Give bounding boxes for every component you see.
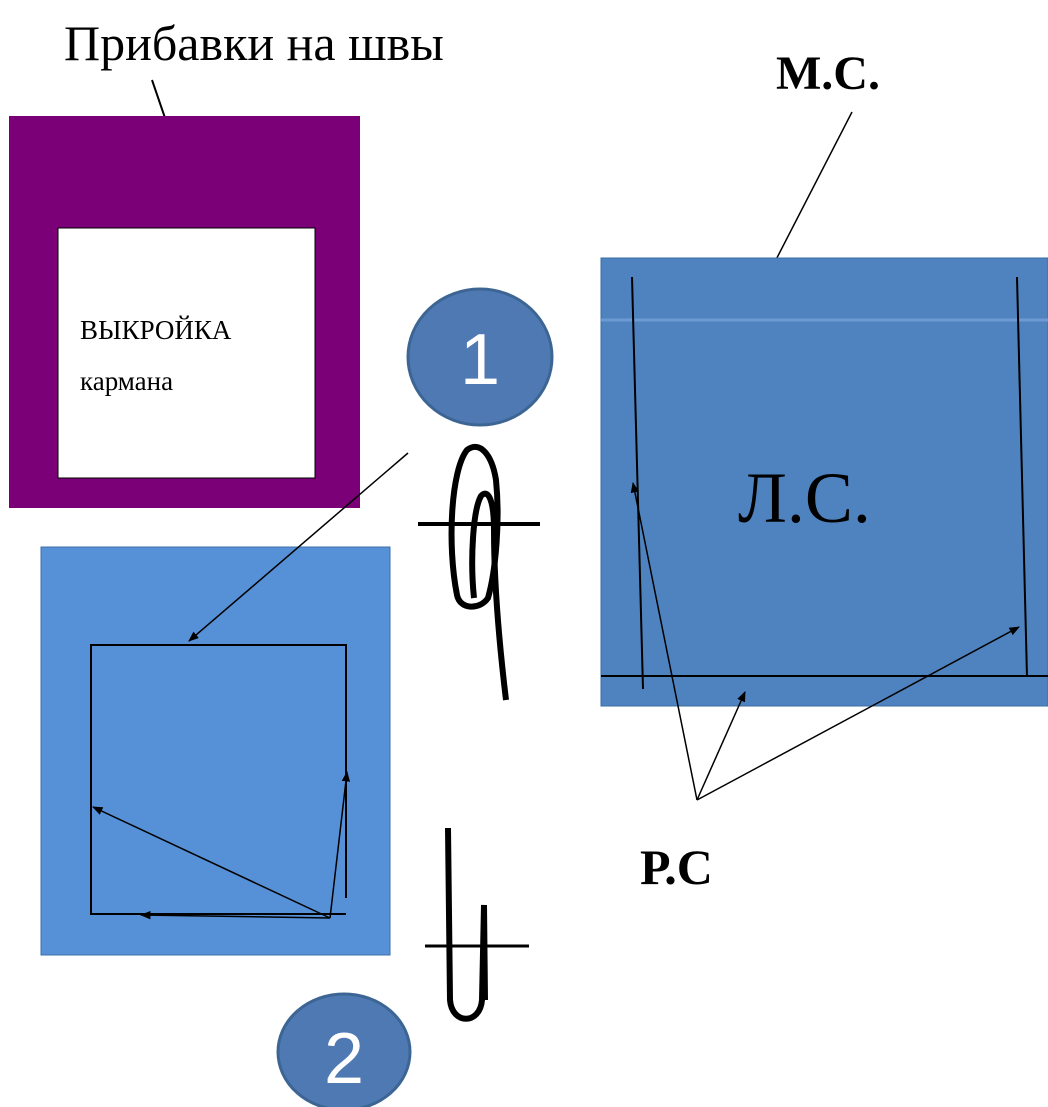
wrong-side-label: М.С. — [776, 47, 880, 100]
fabric-piece-right — [600, 257, 1048, 707]
stitch-symbol-2-icon — [425, 827, 529, 1022]
step-2-label: 2 — [324, 1019, 364, 1099]
pocket-pattern-label-1: ВЫКРОЙКА — [80, 315, 232, 345]
step-1-label: 1 — [460, 320, 500, 400]
arrow-step2-to-right-stitch — [329, 770, 351, 919]
pocket-pattern — [57, 227, 316, 479]
fabric-piece-left — [40, 546, 391, 956]
seam-line-right — [1016, 276, 1028, 678]
stitch-symbol-1-icon — [418, 443, 540, 701]
step-2-marker — [276, 992, 412, 1107]
stitch-arrow-bottom — [696, 691, 746, 801]
stitch-lines-label: Р.С — [640, 839, 713, 895]
stitch-arrow-right — [696, 626, 1020, 801]
arrow-step2-to-bottom-stitch — [139, 910, 331, 920]
seam-allowance-label: Прибавки на швы — [64, 15, 444, 71]
pocket-pattern-label-2: кармана — [80, 366, 173, 396]
arrow-step2-to-left-stitch — [92, 806, 331, 919]
right-side-label: Л.С. — [738, 458, 871, 538]
stitch-outline-left — [90, 644, 347, 915]
step-1-marker — [406, 287, 554, 427]
arrow-step1-to-top-stitch — [188, 452, 409, 642]
stitch-arrow-left — [630, 481, 698, 801]
